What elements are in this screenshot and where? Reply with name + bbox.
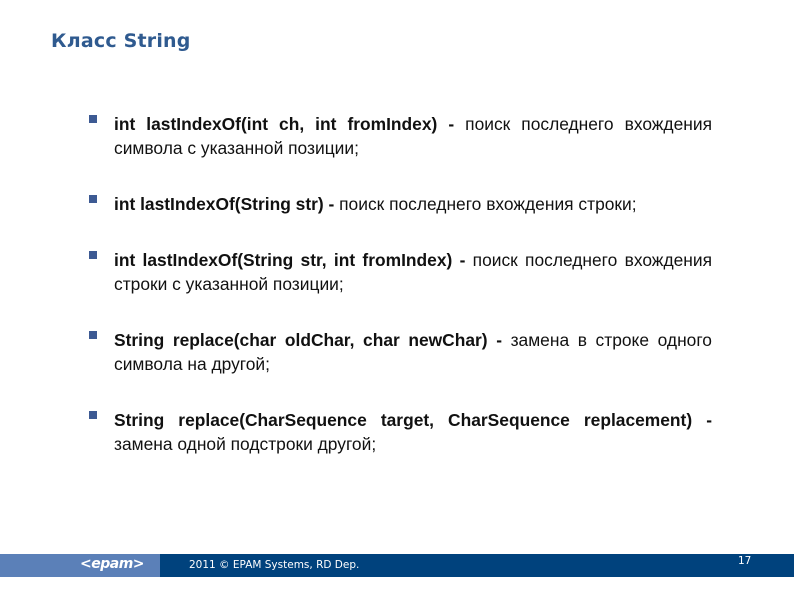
separator: - (452, 250, 473, 270)
footer-copyright: 2011 © EPAM Systems, RD Dep. (189, 559, 360, 571)
square-bullet-icon (89, 251, 97, 259)
bullet-item: int lastIndexOf(String str) - поиск посл… (88, 192, 712, 216)
separator: - (692, 410, 712, 430)
separator: - (323, 194, 340, 214)
method-description: замена в строке одного символа на другой… (114, 330, 712, 374)
bullet-item: int lastIndexOf(String str, int fromInde… (88, 248, 712, 296)
method-description: поиск последнего вхождения строки; (339, 194, 637, 214)
bullet-list: int lastIndexOf(int ch, int fromIndex) -… (88, 112, 712, 488)
square-bullet-icon (89, 195, 97, 203)
method-description: поиск последнего вхождения символа с ука… (114, 114, 712, 158)
page-number: 17 (738, 555, 752, 567)
bullet-item: String replace(CharSequence target, Char… (88, 408, 712, 456)
footer-bar: <epam> 2011 © EPAM Systems, RD Dep. 17 (0, 554, 794, 577)
method-signature: int lastIndexOf(String str, int fromInde… (114, 250, 453, 270)
method-description: поиск последнего вхождения строки с указ… (114, 250, 712, 294)
bullet-item: int lastIndexOf(int ch, int fromIndex) -… (88, 112, 712, 160)
footer-logo-panel: <epam> (0, 554, 160, 577)
square-bullet-icon (89, 115, 97, 123)
method-description: замена одной подстроки другой; (114, 434, 377, 454)
method-signature: String replace(CharSequence target, Char… (114, 410, 693, 430)
separator: - (487, 330, 511, 350)
slide-title: Класс String (51, 30, 191, 52)
bullet-item: String replace(char oldChar, char newCha… (88, 328, 712, 376)
epam-logo: <epam> (80, 556, 145, 572)
method-signature: String replace(char oldChar, char newCha… (114, 330, 488, 350)
square-bullet-icon (89, 411, 97, 419)
square-bullet-icon (89, 331, 97, 339)
method-signature: int lastIndexOf(String str) (114, 194, 324, 214)
separator: - (437, 114, 466, 134)
method-signature: int lastIndexOf(int ch, int fromIndex) (114, 114, 438, 134)
